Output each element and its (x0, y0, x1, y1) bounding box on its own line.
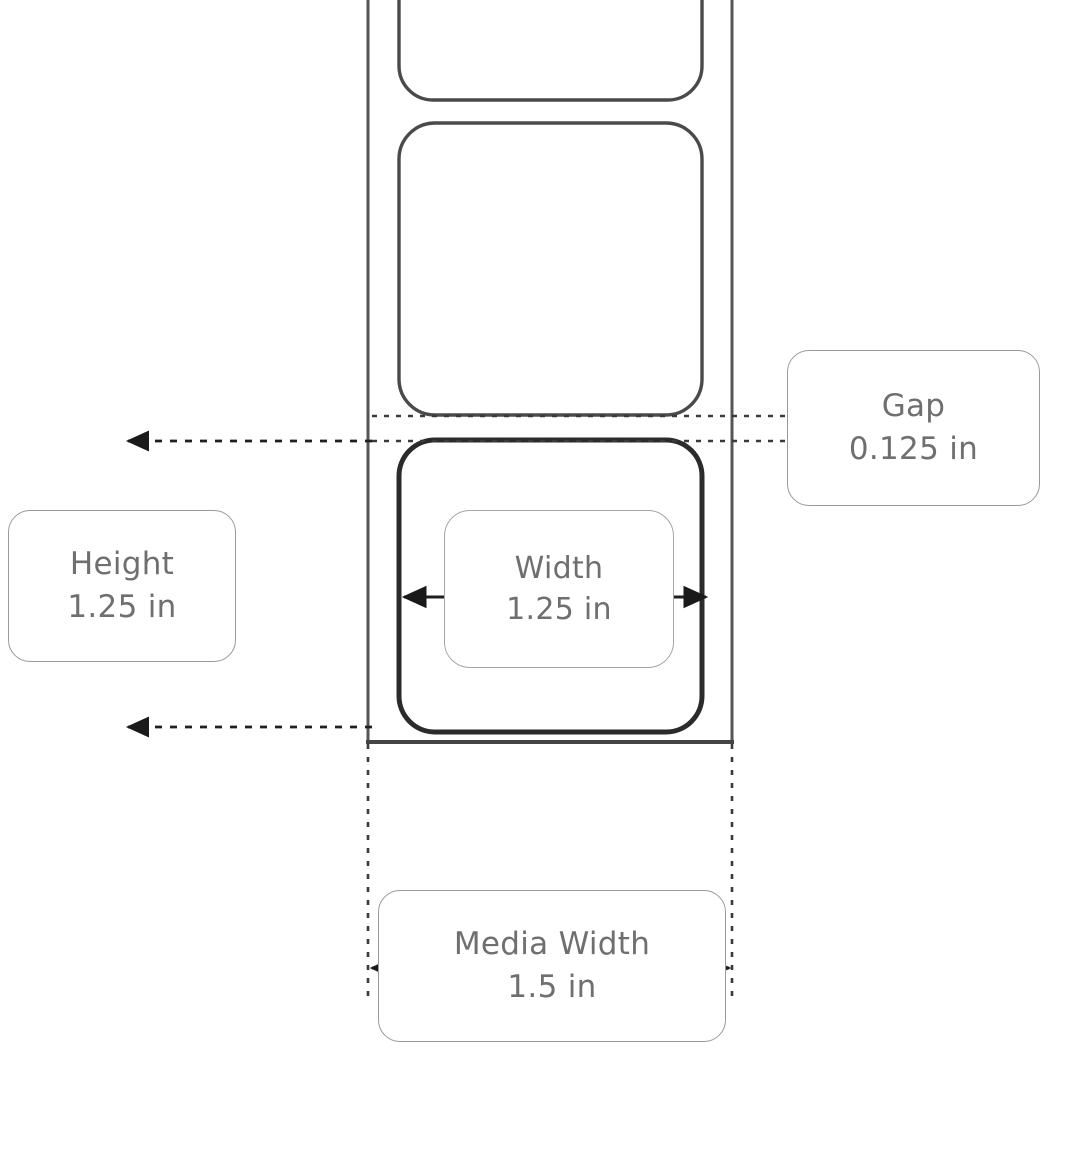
callout-width-title: Width (514, 550, 604, 586)
media-liner (366, 0, 734, 744)
label-item-partial-top (397, 0, 704, 102)
callout-gap-value: 0.125 in (848, 431, 979, 467)
callout-gap-title: Gap (881, 388, 946, 425)
callout-media-width-value: 1.5 in (507, 969, 597, 1005)
callout-height[interactable]: Height 1.25 in (8, 510, 236, 662)
callout-height-value: 1.25 in (67, 589, 177, 625)
callout-media-width-title: Media Width (453, 926, 651, 963)
label-item-normal (397, 121, 704, 417)
height-dimension-group (125, 430, 372, 738)
callout-media-width[interactable]: Media Width 1.5 in (378, 890, 726, 1042)
callout-gap[interactable]: Gap 0.125 in (787, 350, 1040, 506)
callout-height-title: Height (69, 546, 175, 583)
callout-width-value: 1.25 in (506, 592, 612, 627)
callout-width[interactable]: Width 1.25 in (444, 510, 674, 668)
gap-dimension-group (372, 414, 800, 443)
